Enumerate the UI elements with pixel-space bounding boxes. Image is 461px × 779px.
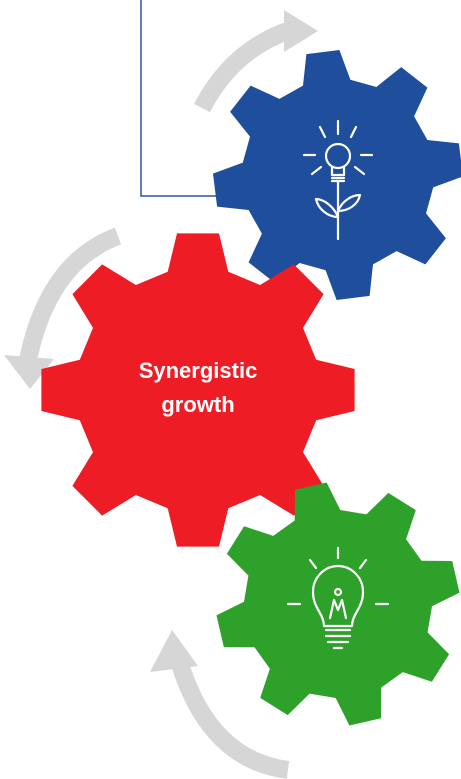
top-gear: [213, 50, 461, 300]
middle-gear: Synergistic growth: [41, 233, 355, 547]
lightbulb-icon: [286, 546, 390, 650]
gear-red-shape: [41, 233, 355, 547]
arrow-top: [194, 21, 294, 113]
bottom-gear: [216, 482, 460, 726]
gear-label-line-2: growth: [161, 392, 234, 417]
cycle-arrows: [4, 10, 318, 779]
arrow-top-head: [284, 10, 318, 52]
plant-bulb-icon: [302, 119, 374, 241]
arrow-left-head: [4, 355, 54, 389]
arrow-bottom: [171, 661, 290, 779]
arrow-left: [19, 227, 122, 362]
gear-green-shape: [216, 482, 460, 726]
gear-label-line-1: Synergistic: [139, 358, 258, 383]
arrow-bottom-head: [150, 630, 198, 672]
